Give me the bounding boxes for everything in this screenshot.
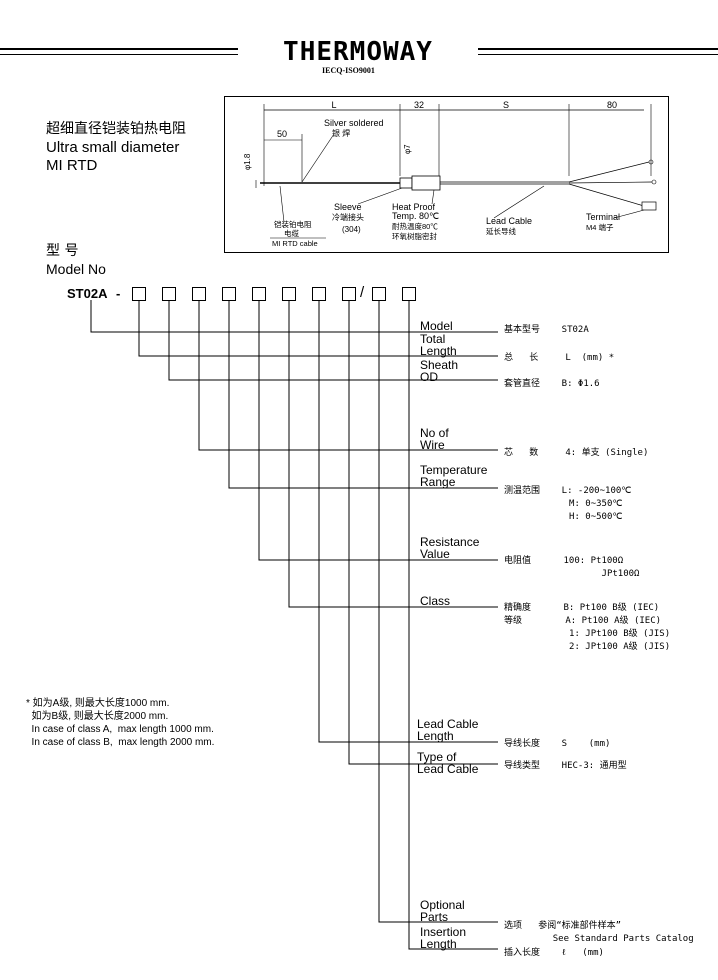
label-term-en: Terminal	[586, 212, 620, 222]
dim-L: L	[331, 100, 336, 110]
dim-32: 32	[414, 100, 424, 110]
dim-phi7: φ7	[403, 144, 412, 154]
header-rule-left-top	[0, 48, 238, 50]
item-desc-model: 基本型号 ST02A	[504, 325, 589, 335]
technical-drawing: L 32 S 80 50 φ1.8 φ7 Silver soldered 银 焊…	[224, 96, 669, 253]
product-title-en-2: MI RTD	[46, 157, 98, 174]
label-mi-en: MI RTD cable	[272, 239, 318, 248]
label-silver-en: Silver soldered	[324, 118, 384, 128]
item-desc-sheath-od: 套管直径 B: Φ1.6	[504, 379, 600, 389]
dim-80: 80	[607, 100, 617, 110]
model-code: ST02A	[67, 286, 108, 301]
brand-logo: THERMOWAY	[283, 37, 433, 67]
label-mi-zh-1: 铠装铂电阻	[274, 219, 312, 229]
header-rule-right-top	[478, 48, 718, 50]
item-desc-optional-parts: 选项 参阅“标准部件样本” See Standard Parts Catalog	[504, 921, 694, 944]
item-desc-no-of-wire: 芯 数 4: 单支 (Single)	[504, 448, 649, 458]
label-heat-en-2: Temp. 80℃	[392, 211, 439, 221]
label-mi-zh-2: 电缆	[284, 228, 299, 238]
label-sleeve-en: Sleeve	[334, 202, 362, 212]
item-desc-class: 精确度 B: Pt100 B级 (IEC) 等级 A: Pt100 A级 (IE…	[504, 603, 671, 652]
model-slash: /	[360, 284, 365, 301]
dim-50: 50	[277, 129, 287, 139]
certification-text: IECQ-ISO9001	[322, 66, 375, 75]
item-desc-type-of-lead-cable: 导线类型 HEC-3: 通用型	[504, 761, 627, 771]
item-desc-resistance-value: 电阻值 100: Pt100Ω JPt100Ω	[504, 556, 640, 579]
label-sleeve-zh: 冷端接头	[332, 212, 364, 222]
footnote-line-3: In case of class A, max length 1000 mm.	[26, 724, 214, 735]
product-title-en-1: Ultra small diameter	[46, 139, 180, 156]
label-lead-en: Lead Cable	[486, 216, 532, 226]
label-silver-zh: 银 焊	[332, 128, 350, 138]
model-heading-en: Model No	[46, 261, 106, 277]
label-heat-en-1: Heat Proof	[392, 202, 436, 212]
item-desc-lead-cable-length: 导线长度 S (mm)	[504, 739, 611, 749]
item-desc-total-length: 总 长 L (mm) *	[504, 353, 615, 363]
dim-S: S	[503, 100, 509, 110]
dim-phi18: φ1.8	[243, 153, 252, 170]
item-label-class: Class	[420, 594, 451, 608]
label-heat-zh-1: 耐热温度80℃	[392, 221, 438, 231]
model-heading-zh: 型 号	[46, 243, 79, 259]
footnote-line-2: 如为B级, 则最大长度2000 mm.	[26, 711, 169, 722]
item-label-model: Model	[420, 319, 453, 333]
label-heat-zh-2: 环氧树脂密封	[392, 231, 437, 241]
item-desc-insertion-length: 插入长度 ℓ (mm)	[504, 948, 604, 958]
label-term-zh: M4 端子	[586, 222, 614, 232]
label-lead-zh: 延长导线	[486, 226, 516, 236]
product-title-zh: 超细直径铠装铂热电阻	[46, 121, 186, 137]
model-dash: -	[116, 286, 121, 301]
footnote-line-4: In case of class B, max length 2000 mm.	[26, 737, 215, 748]
footnote-line-1: * 如为A级, 则最大长度1000 mm.	[26, 698, 170, 709]
label-sleeve-mat: (304)	[342, 225, 361, 234]
item-desc-temperature-range: 测温范围 L: -200~100℃ M: 0~350℃ H: 0~500℃	[504, 486, 632, 522]
header-rule-left-bottom	[0, 54, 238, 55]
header-rule-right-bottom	[478, 54, 718, 55]
